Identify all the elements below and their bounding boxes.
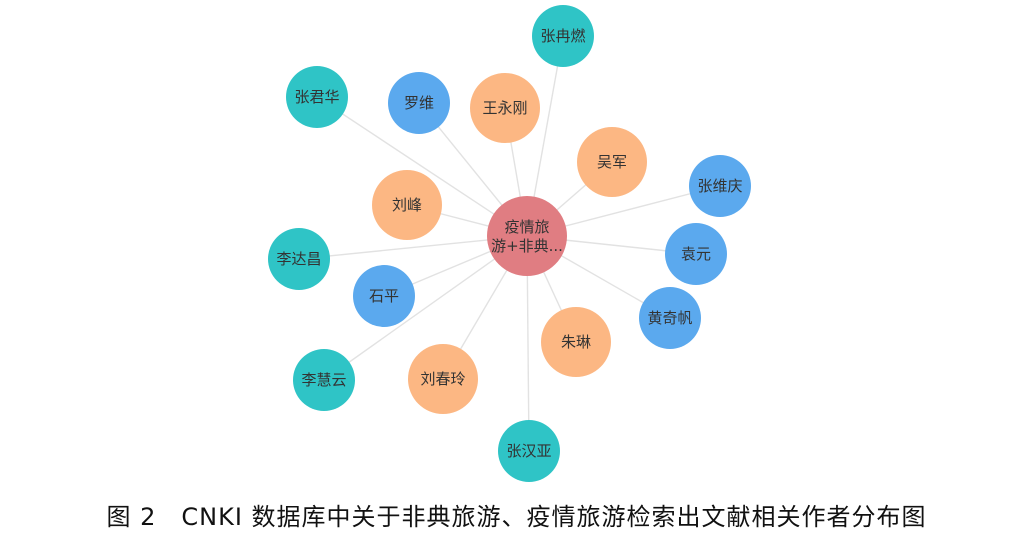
center-node-label: 游+非典... <box>491 237 563 255</box>
figure-caption: 图 2 CNKI 数据库中关于非典旅游、疫情旅游检索出文献相关作者分布图 <box>106 503 927 531</box>
author-node[interactable]: 罗维 <box>388 72 450 134</box>
center-node[interactable]: 疫情旅游+非典... <box>487 196 567 276</box>
author-node[interactable]: 张冉燃 <box>532 5 594 67</box>
author-node-label: 张冉燃 <box>540 27 585 45</box>
author-node-circle[interactable] <box>286 66 348 128</box>
author-node-circle[interactable] <box>293 349 355 411</box>
author-node-label: 张维庆 <box>697 177 742 195</box>
author-node-label: 刘峰 <box>392 196 422 214</box>
author-node-circle[interactable] <box>577 127 647 197</box>
author-node-label: 李达昌 <box>276 250 321 268</box>
author-node-label: 朱琳 <box>561 333 591 351</box>
author-node[interactable]: 吴军 <box>577 127 647 197</box>
author-node-label: 黄奇帆 <box>647 309 692 327</box>
edge <box>323 235 528 381</box>
edge <box>316 96 528 237</box>
author-node-label: 吴军 <box>597 153 627 171</box>
author-node-label: 张汉亚 <box>506 442 551 460</box>
author-node-circle[interactable] <box>639 287 701 349</box>
author-node-circle[interactable] <box>470 73 540 143</box>
author-node-circle[interactable] <box>408 344 478 414</box>
author-node-circle[interactable] <box>532 5 594 67</box>
author-node[interactable]: 袁元 <box>665 223 727 285</box>
author-node[interactable]: 刘春玲 <box>408 344 478 414</box>
center-node-circle[interactable] <box>487 196 567 276</box>
author-node-label: 刘春玲 <box>420 370 465 388</box>
author-node[interactable]: 张维庆 <box>689 155 751 217</box>
author-node-label: 王永刚 <box>482 99 527 117</box>
author-node-label: 李慧云 <box>301 371 346 389</box>
author-node-circle[interactable] <box>689 155 751 217</box>
author-node[interactable]: 刘峰 <box>372 170 442 240</box>
author-node[interactable]: 张汉亚 <box>498 420 560 482</box>
author-node-circle[interactable] <box>372 170 442 240</box>
author-node[interactable]: 李达昌 <box>268 228 330 290</box>
author-node[interactable]: 王永刚 <box>470 73 540 143</box>
author-node[interactable]: 石平 <box>353 265 415 327</box>
author-node-label: 张君华 <box>294 88 339 106</box>
center-node-label: 疫情旅 <box>504 218 549 236</box>
author-node-circle[interactable] <box>268 228 330 290</box>
author-node[interactable]: 黄奇帆 <box>639 287 701 349</box>
author-node-label: 石平 <box>369 287 399 305</box>
author-node-label: 罗维 <box>404 94 434 112</box>
author-node[interactable]: 李慧云 <box>293 349 355 411</box>
author-node-circle[interactable] <box>353 265 415 327</box>
author-node[interactable]: 朱琳 <box>541 307 611 377</box>
author-node-circle[interactable] <box>388 72 450 134</box>
author-node[interactable]: 张君华 <box>286 66 348 128</box>
author-node-circle[interactable] <box>541 307 611 377</box>
author-node-circle[interactable] <box>498 420 560 482</box>
author-node-label: 袁元 <box>681 245 711 263</box>
author-node-circle[interactable] <box>665 223 727 285</box>
